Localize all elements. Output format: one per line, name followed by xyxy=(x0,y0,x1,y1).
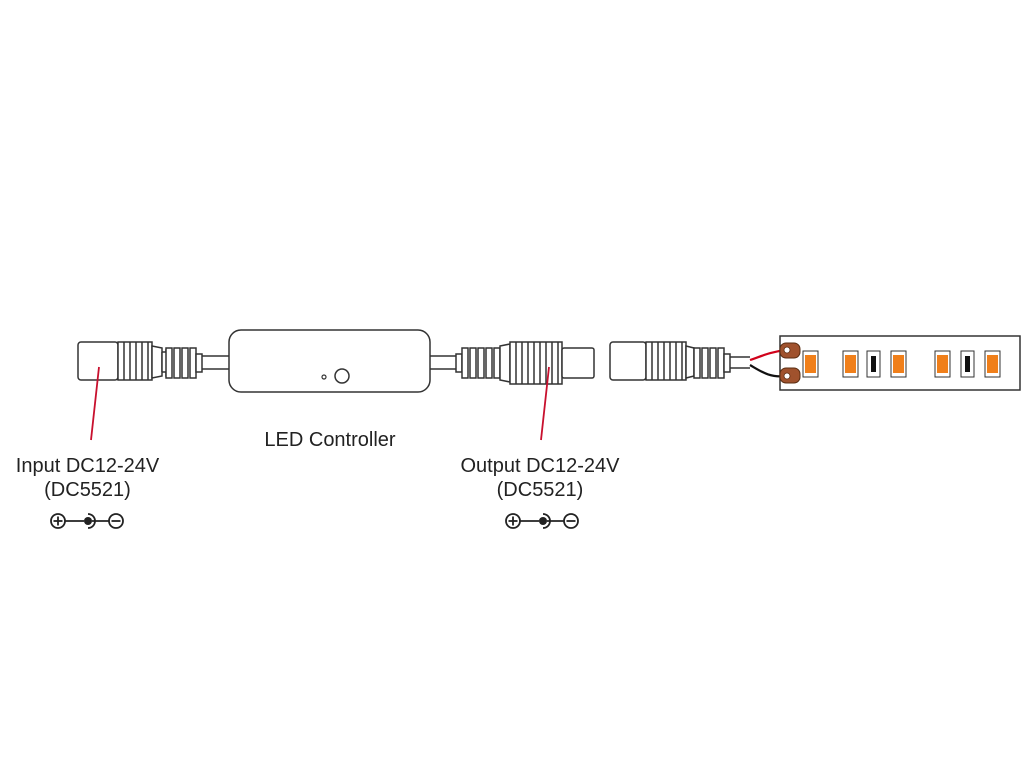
resistor xyxy=(960,350,975,378)
output-voltage-text: Output DC12-24V xyxy=(460,455,620,477)
strip-lead-cable xyxy=(730,356,750,369)
output-label: Output DC12-24V (DC5521) xyxy=(440,454,640,502)
input-dc-jack xyxy=(77,341,203,381)
polarity-center-positive-icon xyxy=(50,513,124,529)
input-label: Input DC12-24V (DC5521) xyxy=(0,454,175,502)
led-chip xyxy=(890,350,907,378)
input-cable xyxy=(202,355,229,370)
strip-dc-jack xyxy=(609,341,731,381)
controller-label: LED Controller xyxy=(264,429,396,451)
output-dc-plug xyxy=(455,341,595,385)
led-chip xyxy=(984,350,1001,378)
output-connector-text: (DC5521) xyxy=(496,479,584,501)
led-controller-body xyxy=(228,329,431,393)
led-strip xyxy=(779,335,1021,391)
resistor xyxy=(866,350,881,378)
led-chip xyxy=(802,350,819,378)
output-cable xyxy=(430,355,456,370)
polarity-center-positive-icon xyxy=(505,513,579,529)
output-callout-line xyxy=(540,366,550,441)
input-callout-line xyxy=(90,366,100,441)
controller-button[interactable] xyxy=(334,368,350,384)
led-chip xyxy=(842,350,859,378)
input-voltage-text: Input DC12-24V xyxy=(15,455,160,477)
input-connector-text: (DC5521) xyxy=(44,479,131,501)
indicator-led-icon xyxy=(321,374,327,380)
led-chip xyxy=(934,350,951,378)
